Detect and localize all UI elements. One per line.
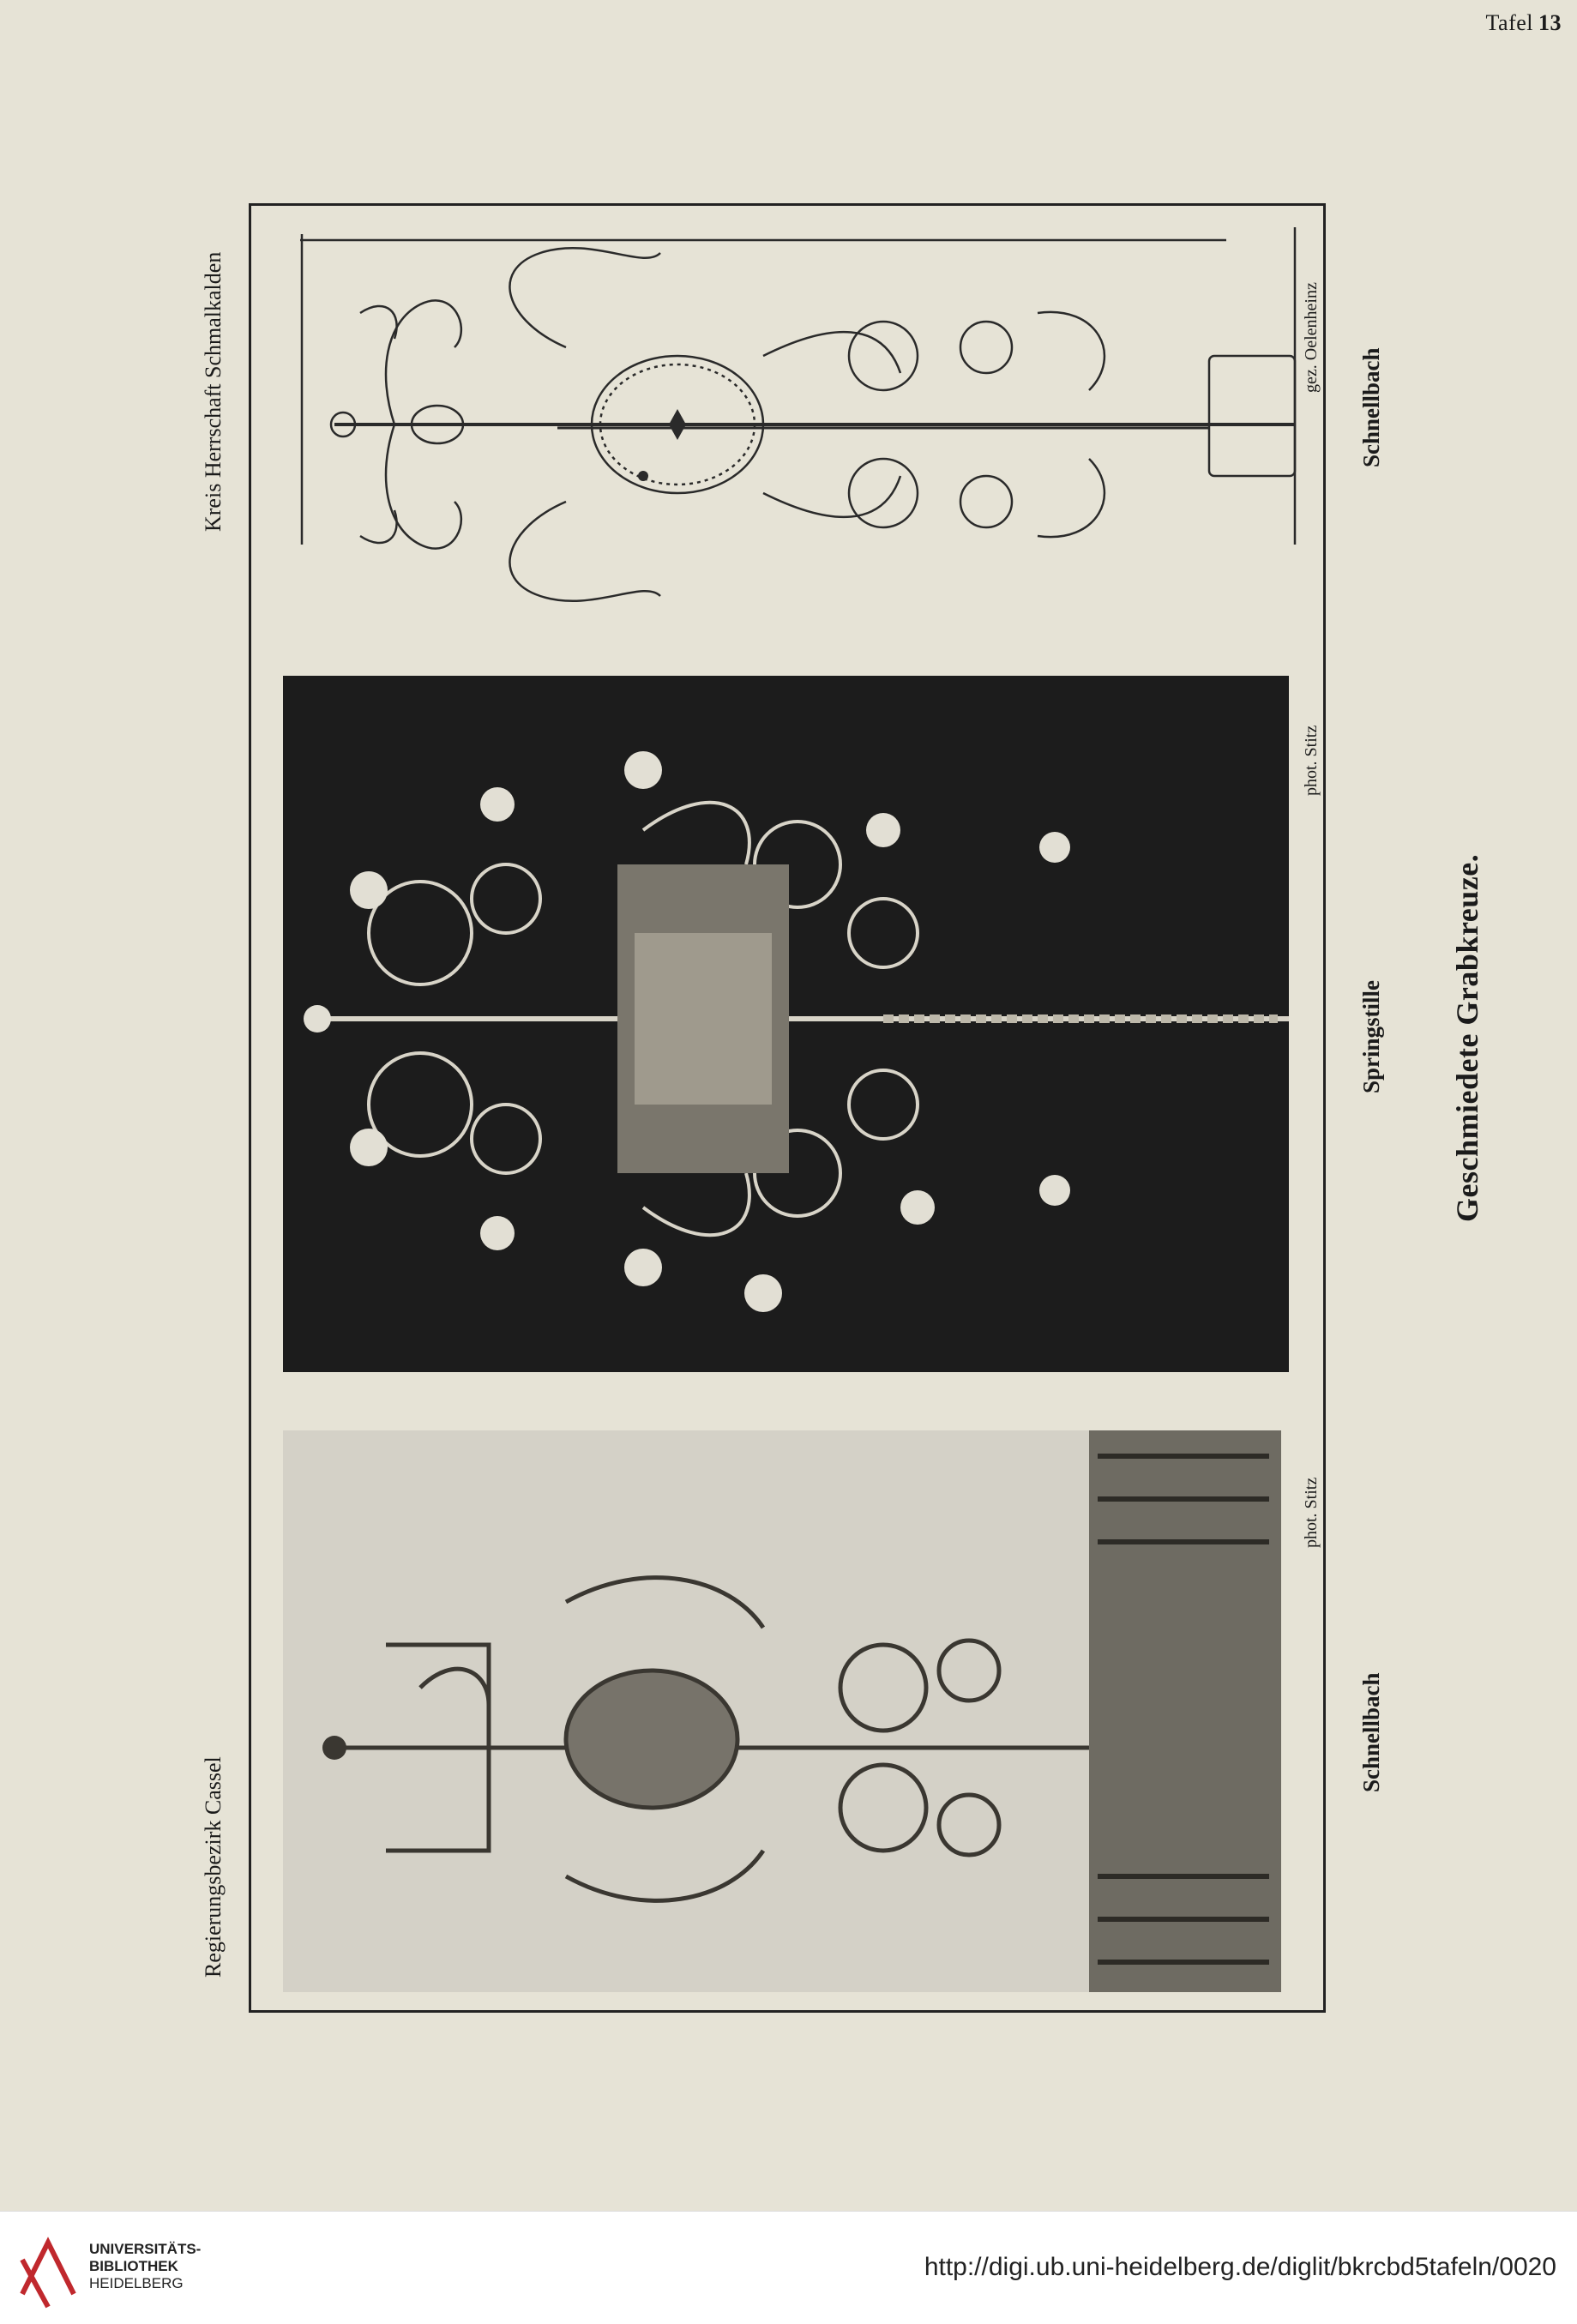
university-library-logo-icon[interactable] (14, 2225, 82, 2311)
plate-label: Tafel (1485, 10, 1533, 35)
plate-number-value: 13 (1538, 10, 1562, 35)
photo-schnellbach-credit: phot. Stitz (1302, 1477, 1321, 1548)
plate-frame (249, 203, 1326, 2013)
photo-springstille (283, 676, 1289, 1372)
photo-springstille-caption: Springstille (1358, 979, 1384, 1093)
photo-springstille-credit: phot. Stitz (1302, 725, 1321, 796)
library-footer: UNIVERSITÄTS- BIBLIOTHEK HEIDELBERG http… (0, 2211, 1577, 2324)
drawing-caption: Schnellbach (1358, 347, 1384, 467)
district-label: Kreis Herrschaft Schmalkalden (201, 251, 226, 532)
drawing-credit: gez. Oelenheinz (1302, 282, 1321, 393)
library-name: UNIVERSITÄTS- BIBLIOTHEK HEIDELBERG (89, 2241, 201, 2292)
library-name-line1: UNIVERSITÄTS- (89, 2241, 202, 2257)
library-name-line3: HEIDELBERG (89, 2275, 184, 2291)
cross-photo-light (283, 1430, 1281, 1992)
region-label: Regierungsbezirk Cassel (201, 1756, 226, 1978)
cross-drawing-illustration (300, 227, 1297, 602)
cross-drawing (283, 219, 1308, 613)
source-url-link[interactable]: http://digi.ub.uni-heidelberg.de/diglit/… (924, 2253, 1556, 2281)
photo-schnellbach-caption: Schnellbach (1358, 1672, 1384, 1792)
cross-photo-dark (283, 676, 1289, 1372)
library-name-line2: BIBLIOTHEK (89, 2258, 178, 2274)
photo-schnellbach (283, 1430, 1281, 1992)
plate-title: Geschmiedete Grabkreuze. (1450, 853, 1484, 1222)
